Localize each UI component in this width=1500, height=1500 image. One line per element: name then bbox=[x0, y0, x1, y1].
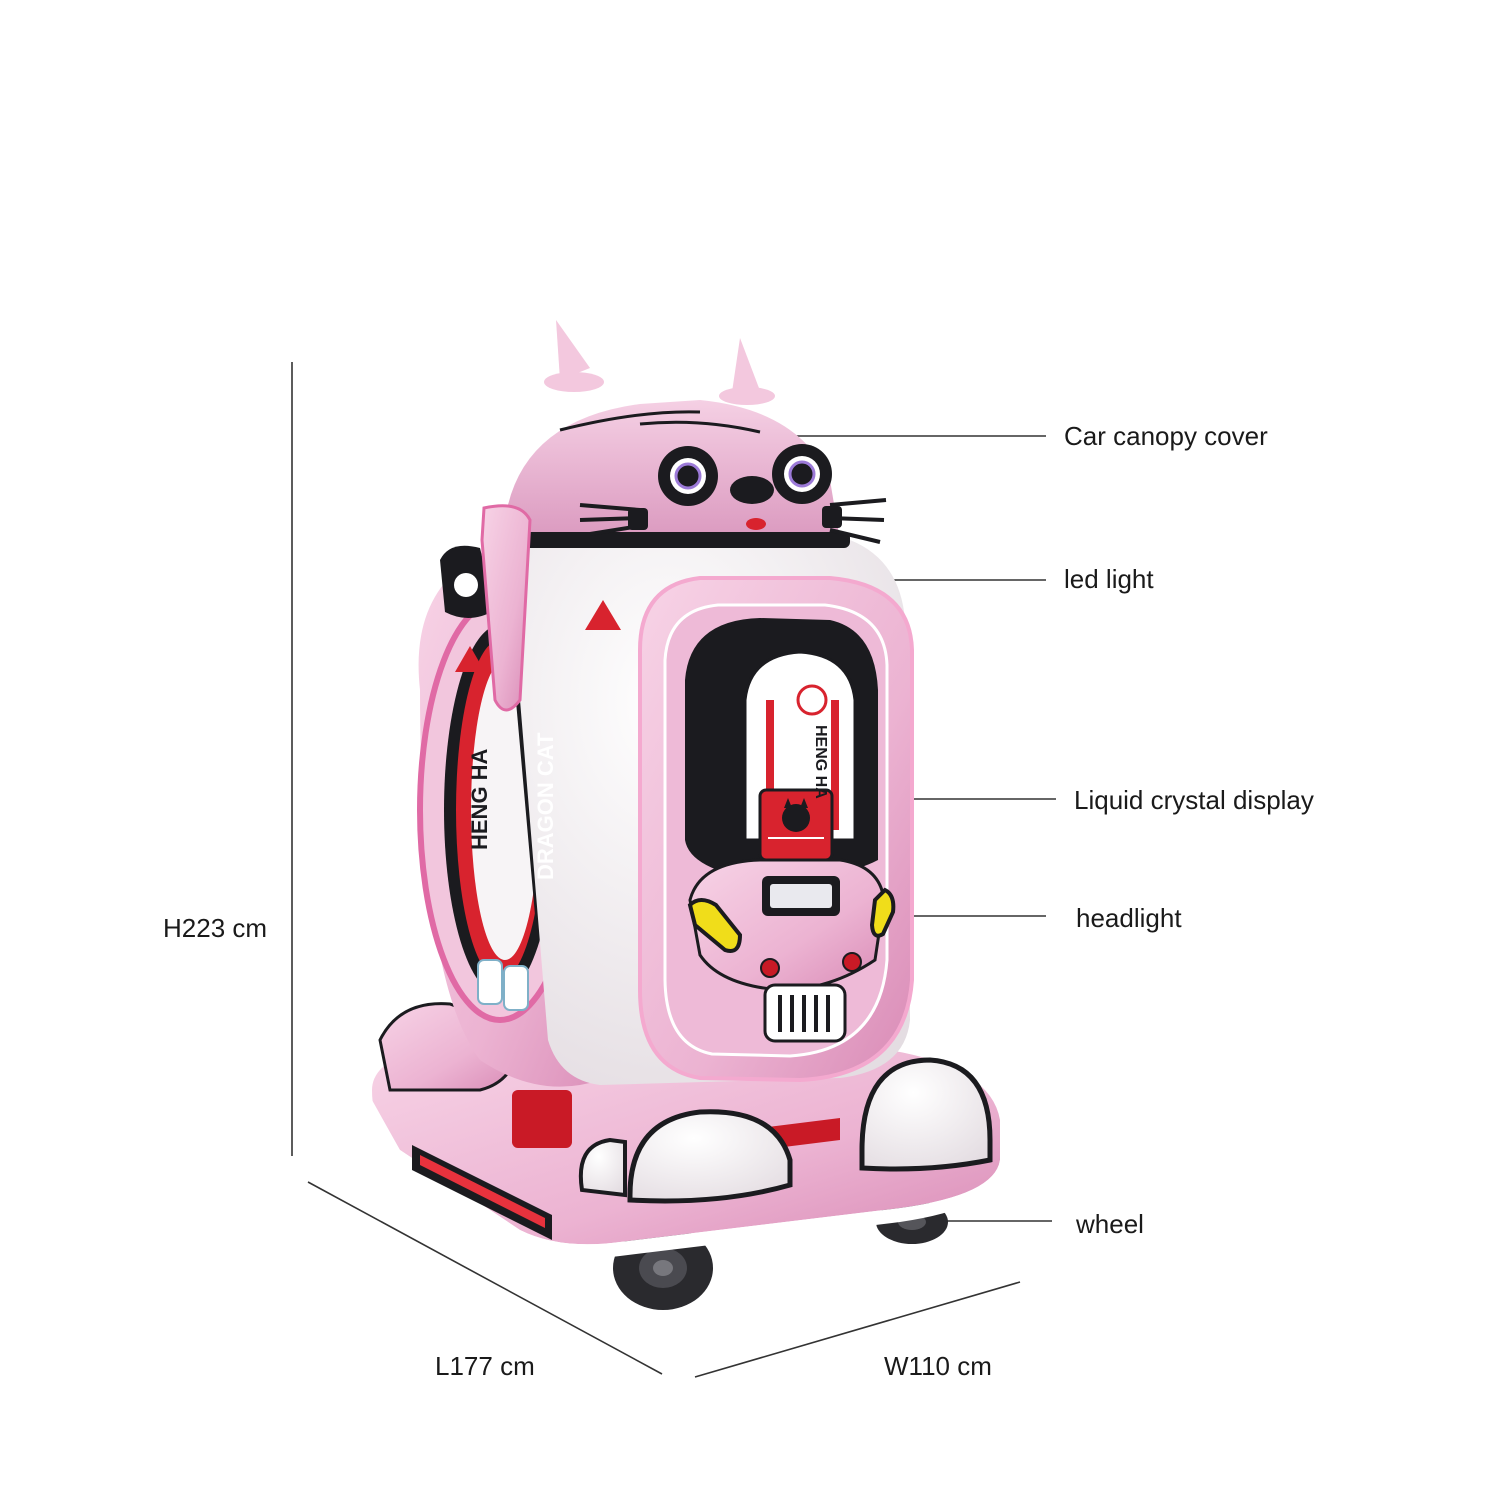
front-left-bumper bbox=[578, 1109, 793, 1204]
front-right-bumper bbox=[859, 1057, 993, 1172]
length-dimension-line bbox=[307, 1181, 663, 1375]
headlight-left bbox=[687, 898, 743, 953]
callout-wheel-label: wheel bbox=[1076, 1209, 1144, 1239]
callout-headlight-label: headlight bbox=[1076, 903, 1182, 933]
width-dimension-line bbox=[694, 1281, 1021, 1378]
side-model-text: DRAGON CAT bbox=[533, 732, 558, 880]
side-badge bbox=[440, 504, 532, 712]
teeth-decoration bbox=[477, 959, 529, 1011]
callout-canopy-label: Car canopy cover bbox=[1064, 421, 1268, 451]
lcd-screen bbox=[758, 788, 834, 862]
callout-lcd-label: Liquid crystal display bbox=[1074, 785, 1314, 815]
car-canopy bbox=[505, 320, 887, 548]
headlight-right bbox=[869, 887, 896, 938]
callout-led-label: led light bbox=[1064, 564, 1154, 594]
side-brand-text: HENG HA bbox=[467, 748, 492, 850]
front-grille bbox=[760, 952, 862, 1043]
dashboard bbox=[688, 858, 886, 992]
height-dimension-label: H223 cm bbox=[163, 913, 268, 943]
length-dimension-label: L177 cm bbox=[435, 1351, 535, 1381]
front-brand-text: HENG HA bbox=[812, 725, 829, 799]
width-dimension-label: W110 cm bbox=[884, 1351, 992, 1381]
